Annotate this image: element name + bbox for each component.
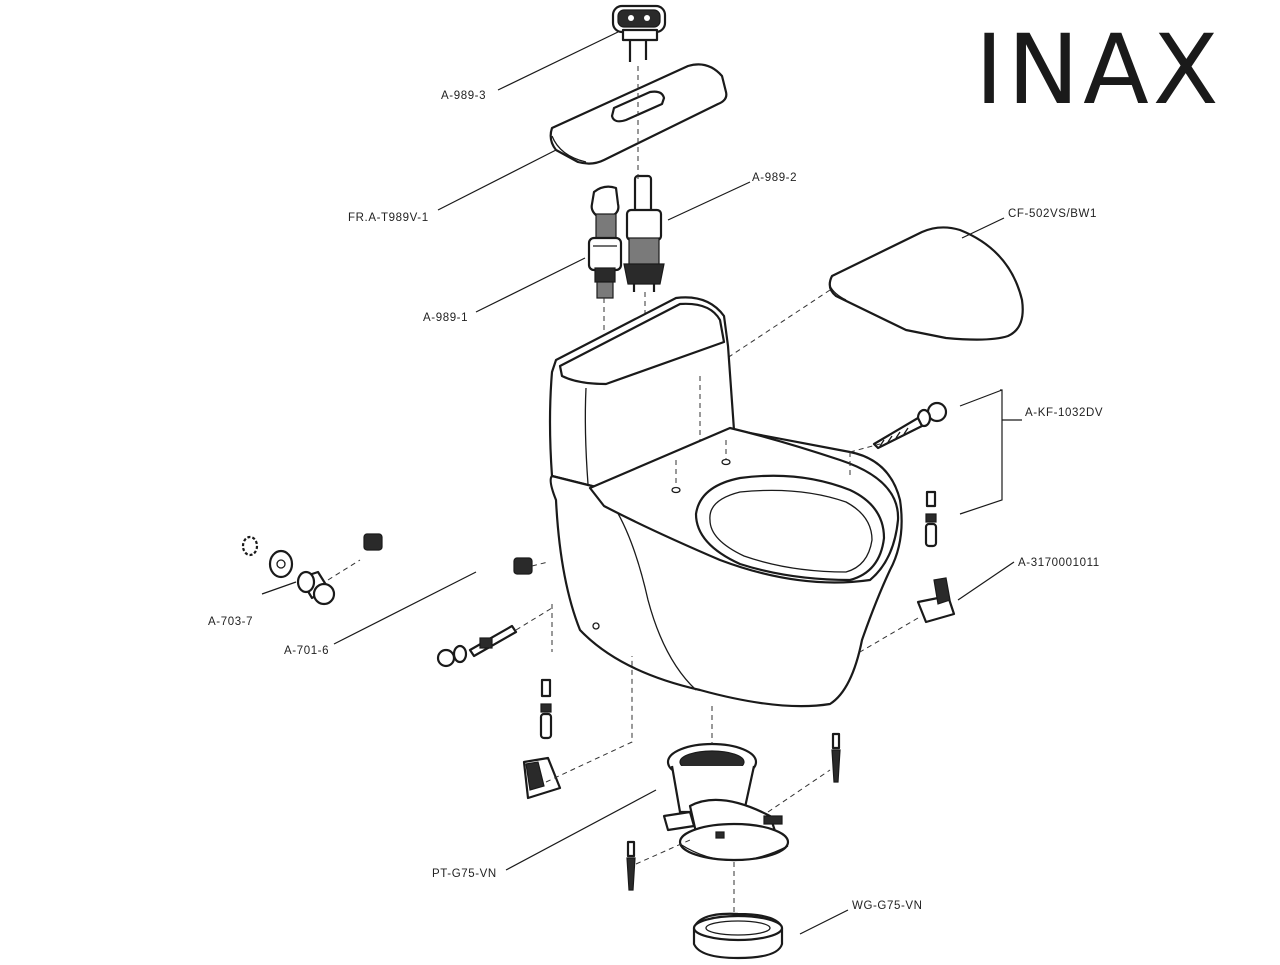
label-flush-button: A-989-3 [441, 90, 486, 102]
screw-left [626, 840, 636, 891]
label-tank-lid: FR.A-T989V-1 [348, 212, 429, 224]
label-bolt-kit: A-KF-1032DV [1025, 407, 1103, 419]
screw-right [831, 732, 841, 783]
label-fill-valve: A-989-1 [423, 312, 468, 324]
label-drain-adapter: PT-G75-VN [432, 868, 497, 880]
label-flush-valve: A-989-2 [752, 172, 797, 184]
label-wax-gasket: WG-G75-VN [852, 900, 923, 912]
floor-bracket-part [522, 678, 562, 800]
wax-gasket-part [692, 912, 784, 960]
bolt-kit-part [872, 401, 948, 548]
side-bolt-part [436, 624, 518, 668]
toilet-body [548, 296, 903, 708]
label-supply-hose: A-701-6 [284, 645, 329, 657]
mount-bracket-part [916, 577, 956, 624]
label-seat-cover: CF-502VS/BW1 [1008, 208, 1097, 220]
label-mount-bracket: A-3170001011 [1018, 557, 1100, 569]
flush-valve-part [623, 174, 665, 292]
drain-adapter-part [662, 742, 790, 862]
stop-valve-part [241, 535, 336, 606]
flush-button-part [611, 4, 667, 62]
seat-cover-part [828, 226, 1024, 341]
fill-valve-part [587, 185, 623, 299]
label-stop-valve: A-703-7 [208, 616, 253, 628]
supply-hose-part [363, 525, 533, 575]
brand-logo: INAX [975, 14, 1223, 126]
